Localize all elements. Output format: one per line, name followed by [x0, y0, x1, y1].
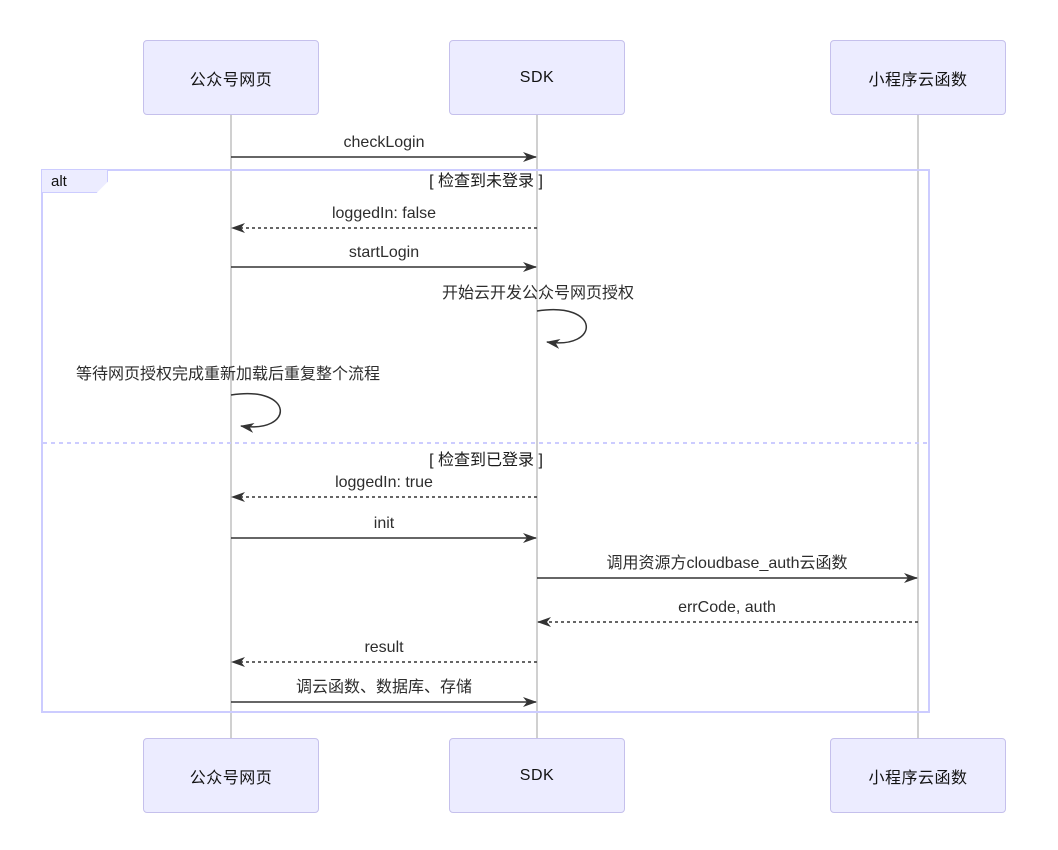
alt-frame [41, 169, 930, 713]
message-label-errcode-auth: errCode, auth [678, 599, 776, 616]
message-label-call-services: 调云函数、数据库、存储 [295, 679, 473, 696]
actor-label: 小程序云函数 [868, 71, 968, 89]
actor-top-yunhanshu: 小程序云函数 [830, 40, 1006, 115]
actor-bottom-sdk: SDK [449, 738, 625, 813]
message-label-call-cloudbase-auth: 调用资源方cloudbase_auth云函数 [606, 555, 848, 572]
self-loop-web-wait [230, 392, 282, 433]
alt-condition-not-logged-in: [ 检查到未登录 ] [429, 173, 543, 190]
message-label-result: result [364, 639, 404, 656]
actor-top-sdk: SDK [449, 40, 625, 115]
actor-bottom-yunhanshu: 小程序云函数 [830, 738, 1006, 813]
message-label-loggedin-true: loggedIn: true [335, 474, 433, 491]
actor-top-gongzhonghao: 公众号网页 [143, 40, 319, 115]
message-label-init: init [373, 515, 395, 532]
actor-label: 公众号网页 [189, 71, 273, 89]
actor-bottom-gongzhonghao: 公众号网页 [143, 738, 319, 813]
actor-label: SDK [519, 766, 555, 784]
message-label-checklogin: checkLogin [343, 134, 425, 151]
self-loop-sdk-auth [536, 308, 588, 349]
actor-label: 小程序云函数 [868, 769, 968, 787]
alt-condition-logged-in: [ 检查到已登录 ] [429, 452, 543, 469]
alt-operator-label: alt [41, 169, 108, 193]
message-label-wait-reload: 等待网页授权完成重新加载后重复整个流程 [75, 366, 381, 383]
message-label-loggedin-false: loggedIn: false [331, 205, 437, 222]
message-label-startlogin: startLogin [348, 244, 420, 261]
message-label-start-web-auth: 开始云开发公众号网页授权 [441, 285, 635, 302]
actor-label: SDK [519, 68, 555, 86]
actor-label: 公众号网页 [189, 769, 273, 787]
